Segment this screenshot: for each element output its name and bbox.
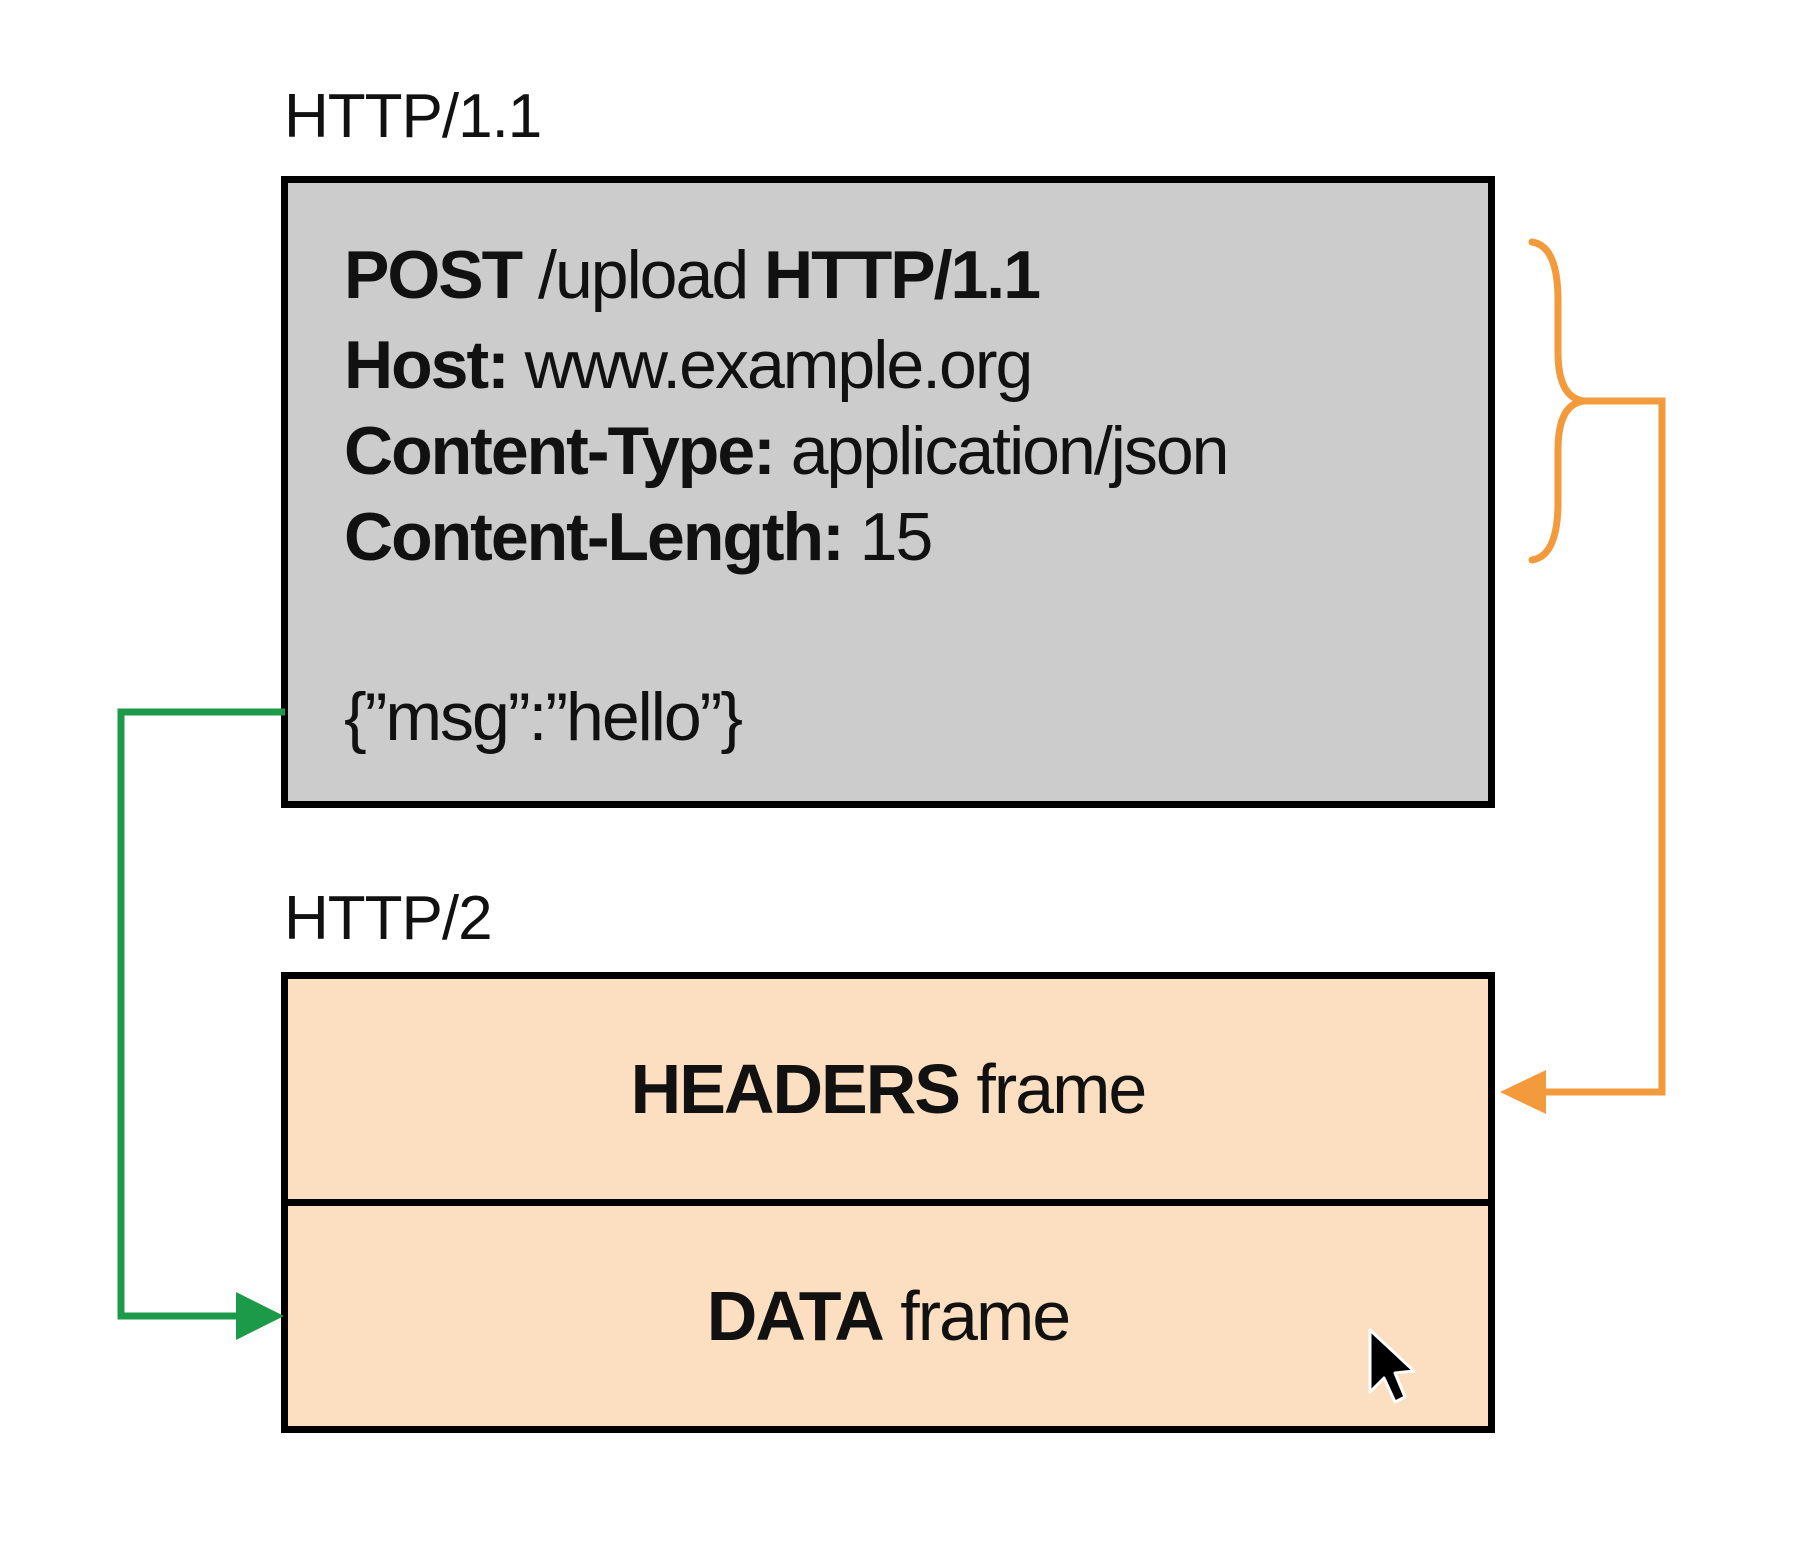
request-body: {”msg”:”hello”} — [344, 679, 743, 755]
frame-type: HEADERS — [630, 1050, 961, 1128]
data-frame-label: DATA frame — [288, 1281, 1488, 1351]
frame-suffix: frame — [976, 1050, 1147, 1128]
headers-brace — [1528, 238, 1588, 564]
header-value: application/json — [790, 413, 1230, 489]
frame-type: DATA — [706, 1277, 885, 1355]
headers-frame-label: HEADERS frame — [288, 1054, 1488, 1124]
request-line: POST /upload HTTP/1.1 — [344, 241, 1041, 309]
header-value: 15 — [859, 499, 934, 575]
header-name: Content-Type: — [344, 413, 776, 489]
request-version: HTTP/1.1 — [764, 237, 1041, 313]
data-arrow-line — [117, 708, 285, 1320]
header-line-content-length: Content-Length: 15 — [344, 503, 933, 571]
headers-arrow-line — [1540, 397, 1666, 1096]
header-name: Content-Length: — [344, 499, 845, 575]
header-line-host: Host: www.example.org — [344, 331, 1033, 399]
http11-request-box: POST /upload HTTP/1.1 Host: www.example.… — [281, 176, 1495, 808]
frame-suffix: frame — [900, 1277, 1071, 1355]
headers-frame-box: HEADERS frame — [281, 972, 1495, 1206]
request-path: /upload — [538, 237, 749, 313]
headers-arrowhead-icon — [1500, 1070, 1546, 1114]
request-method: POST — [344, 237, 523, 313]
data-frame-box: DATA frame — [281, 1199, 1495, 1433]
data-arrowhead-icon — [236, 1292, 284, 1340]
header-value: www.example.org — [524, 327, 1034, 403]
header-name: Host: — [344, 327, 510, 403]
header-line-content-type: Content-Type: application/json — [344, 417, 1229, 485]
http11-label: HTTP/1.1 — [284, 82, 542, 151]
http2-label: HTTP/2 — [284, 884, 493, 953]
